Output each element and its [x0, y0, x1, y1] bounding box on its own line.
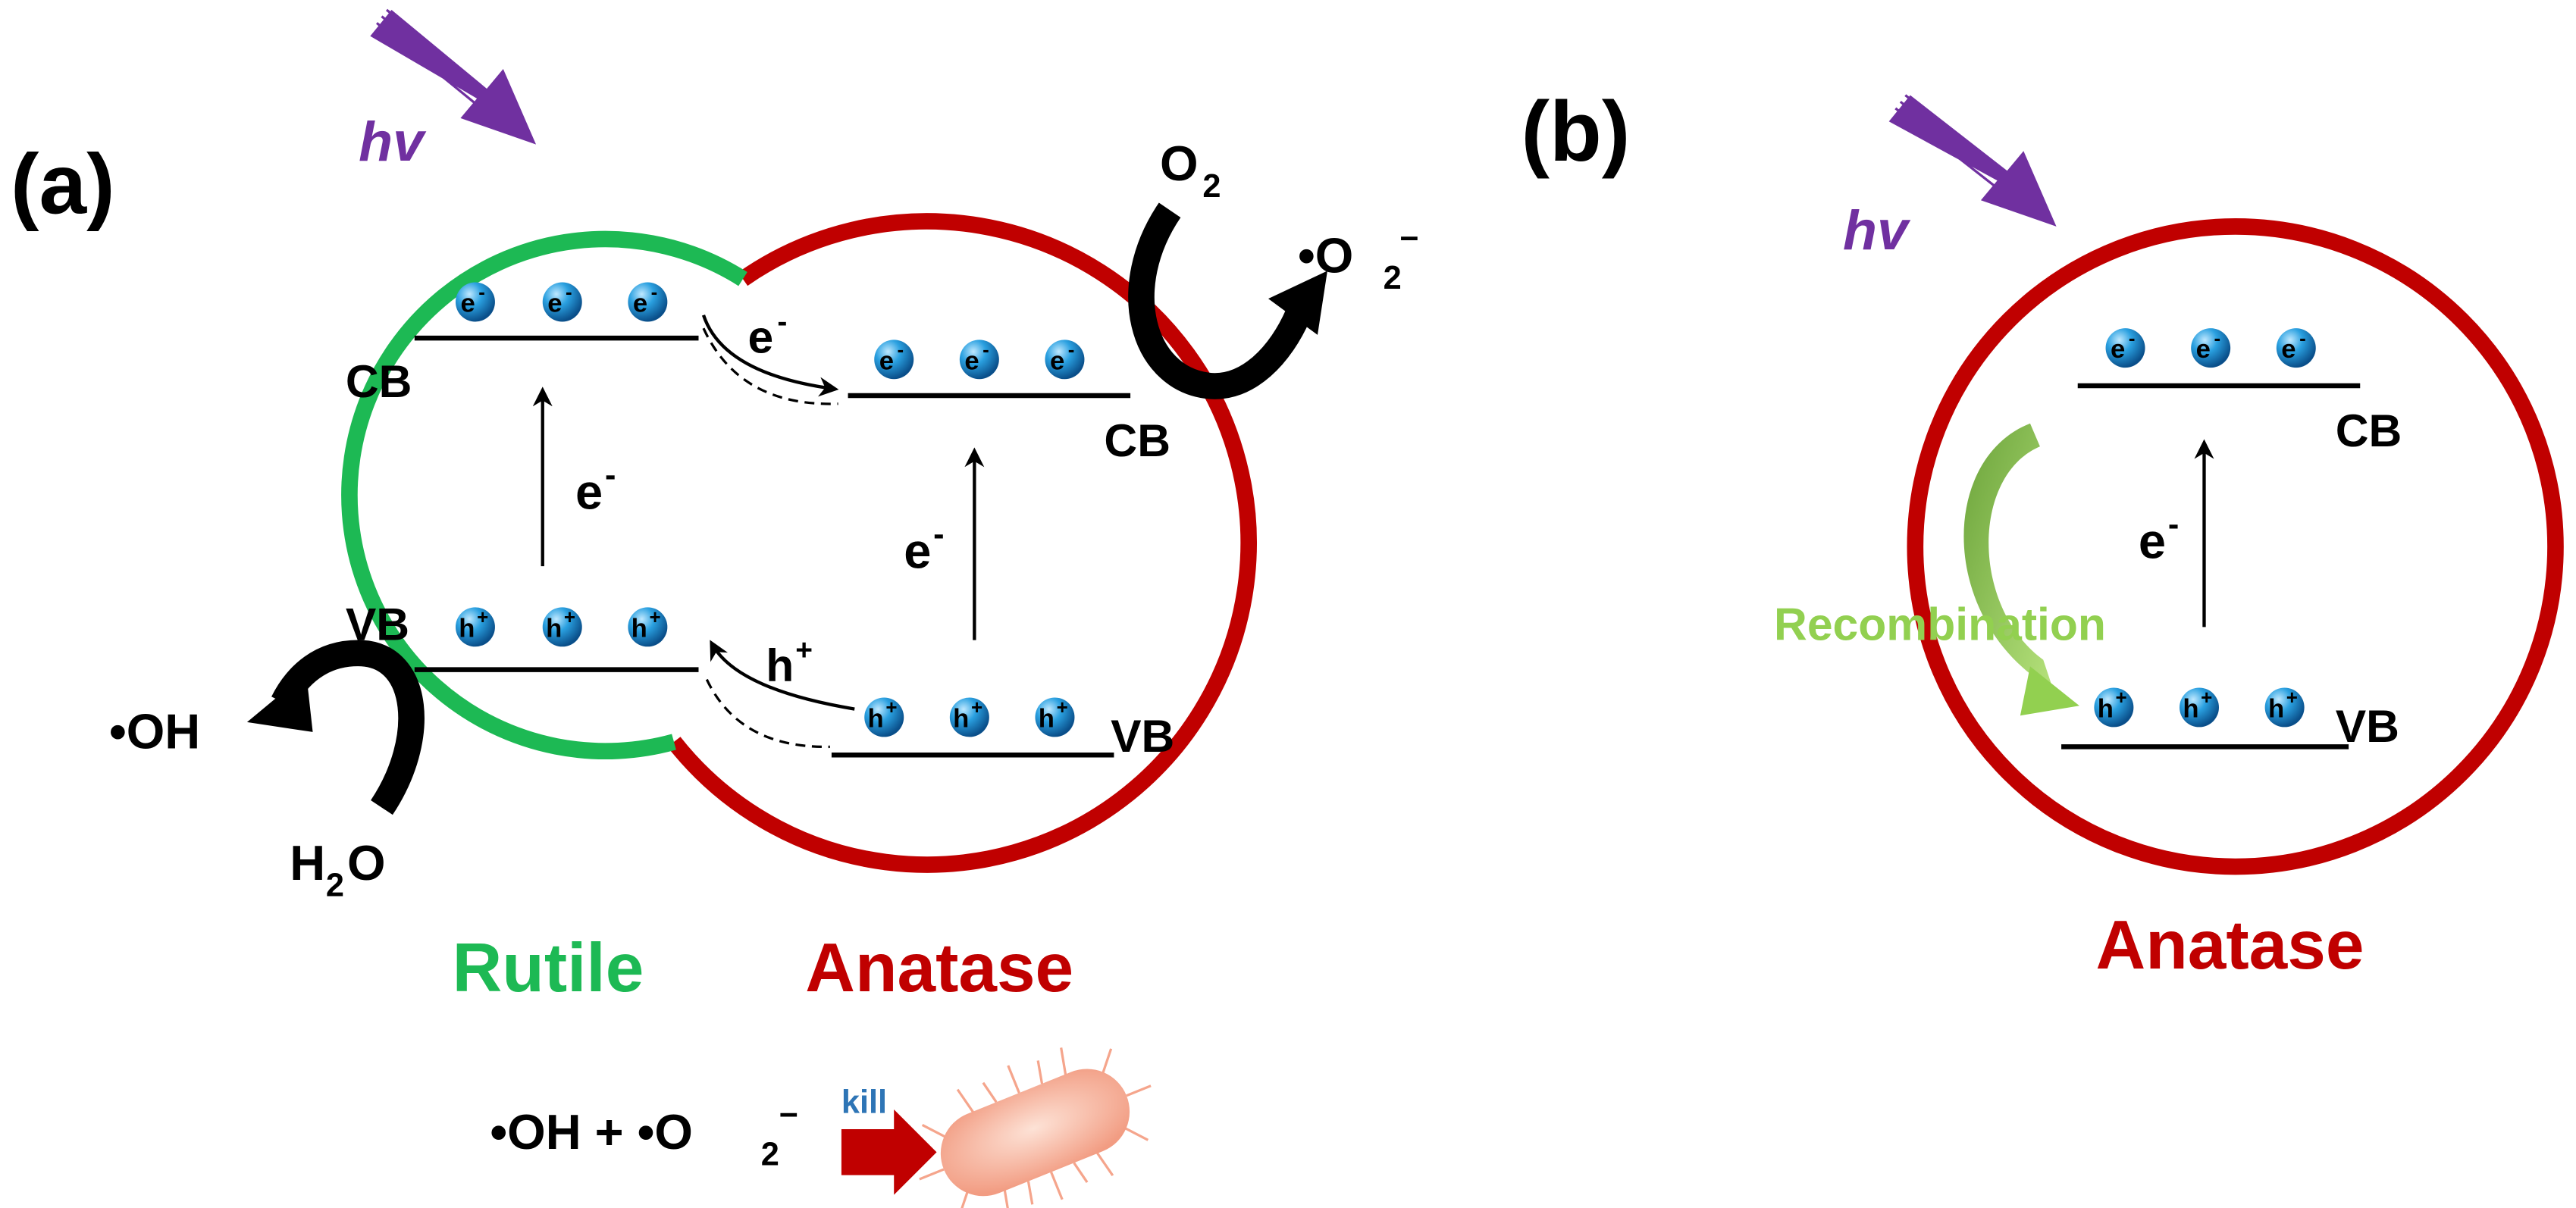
panel-a-label: (a) — [11, 136, 115, 232]
light-label: hv — [359, 110, 427, 173]
svg-text:-: - — [2129, 327, 2136, 349]
svg-text:+: + — [564, 606, 575, 628]
water-label-h: H — [290, 835, 325, 890]
electron-transfer-arrow — [701, 315, 839, 405]
svg-text:e: e — [1050, 346, 1064, 375]
svg-text:h: h — [953, 704, 969, 733]
o2-label: O — [1160, 136, 1199, 191]
panel-a: (a) hv CB VB e - — [11, 8, 1419, 1208]
svg-text:+: + — [885, 696, 897, 718]
equation-sup: − — [779, 1097, 798, 1134]
hole-transfer-arrow — [705, 640, 855, 749]
svg-text:h: h — [1039, 704, 1055, 733]
svg-text:-: - — [2299, 327, 2306, 349]
svg-text:e: e — [964, 346, 979, 375]
particle-labels: e- e- e- h+ h+ h+ — [2098, 327, 2306, 724]
light-label: hv — [1843, 199, 1911, 261]
recombination-label: Recombination — [1774, 599, 2106, 650]
svg-text:+: + — [971, 696, 982, 718]
svg-text:e: e — [460, 289, 475, 318]
svg-text:+: + — [1057, 696, 1068, 718]
svg-text:e: e — [2111, 335, 2125, 364]
anatase-name: Anatase — [805, 930, 1073, 1006]
rutile-excitation-sup: - — [605, 457, 616, 493]
bacterium-icon — [919, 1047, 1152, 1208]
svg-text:-: - — [651, 280, 658, 303]
anatase-excitation-sup: - — [2168, 506, 2179, 543]
anatase-cb-label: CB — [2336, 405, 2402, 456]
anatase-name: Anatase — [2096, 907, 2364, 984]
svg-text:-: - — [566, 280, 572, 303]
svg-text:+: + — [2201, 686, 2212, 709]
svg-text:h: h — [546, 614, 562, 643]
svg-text:+: + — [650, 606, 661, 628]
anatase-outline — [667, 213, 1257, 873]
water-label-sub: 2 — [326, 868, 344, 904]
kill-arrow-icon — [841, 1109, 937, 1195]
svg-text:h: h — [2098, 694, 2114, 723]
svg-text:-: - — [982, 338, 989, 361]
equation-text: •OH + •O — [490, 1104, 693, 1159]
anatase-excitation-label: e — [904, 523, 931, 578]
equation-sub: 2 — [761, 1137, 779, 1173]
svg-text:h: h — [631, 614, 647, 643]
anatase-vb-label: VB — [1111, 710, 1174, 762]
panel-b: (b) hv CB VB e - e- e- — [1521, 83, 2564, 984]
electron-transfer-sup: - — [777, 305, 787, 338]
svg-text:h: h — [868, 704, 884, 733]
superoxide-sub: 2 — [1384, 260, 1402, 296]
rutile-excitation-label: e — [575, 464, 603, 519]
o2-reduction-arrow — [1128, 202, 1327, 399]
rutile-cb-label: CB — [346, 355, 412, 407]
svg-text:h: h — [2183, 694, 2198, 723]
anatase-cb-label: CB — [1104, 415, 1170, 466]
svg-text:-: - — [898, 338, 904, 361]
svg-text:+: + — [2286, 686, 2298, 709]
svg-text:e: e — [879, 346, 894, 375]
svg-text:e: e — [633, 289, 647, 318]
superoxide-label: •O — [1298, 228, 1353, 283]
svg-text:-: - — [478, 280, 485, 303]
particle-labels: e- e- e- e- e- e- h+ h+ h+ h+ h+ h+ — [459, 280, 1074, 733]
svg-text:e: e — [547, 289, 562, 318]
recombination-arrow — [1963, 423, 2079, 716]
electron-transfer-label: e — [747, 311, 773, 363]
svg-text:+: + — [2116, 686, 2127, 709]
svg-text:-: - — [1068, 338, 1075, 361]
superoxide-sup: − — [1399, 221, 1418, 257]
hole-transfer-label: h — [766, 640, 794, 691]
rutile-name: Rutile — [453, 930, 644, 1006]
anatase-vb-label: VB — [2336, 700, 2399, 752]
rutile-outline — [341, 230, 747, 760]
svg-text:e: e — [2196, 335, 2211, 364]
anatase-excitation-sup: - — [933, 516, 944, 552]
hole-transfer-sup: + — [795, 634, 813, 667]
anatase-excitation-label: e — [2139, 513, 2166, 568]
hydroxyl-label: •OH — [109, 704, 200, 759]
light-arrow-icon — [1888, 94, 2057, 227]
svg-text:e: e — [2281, 335, 2296, 364]
o2-sub: 2 — [1202, 168, 1221, 205]
panel-b-label: (b) — [1521, 83, 1631, 179]
h2o-oxidation-arrow — [246, 640, 425, 815]
anatase-outline — [1907, 218, 2564, 875]
svg-text:+: + — [477, 606, 488, 628]
water-label-o: O — [347, 835, 386, 890]
kill-label: kill — [841, 1084, 887, 1120]
light-arrow-icon — [370, 8, 537, 145]
svg-text:-: - — [2214, 327, 2220, 349]
svg-text:h: h — [2268, 694, 2284, 723]
svg-text:h: h — [459, 614, 475, 643]
